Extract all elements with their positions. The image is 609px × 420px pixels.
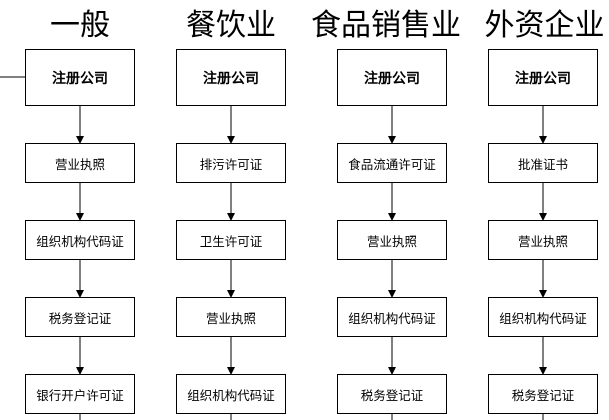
step-general-5: 银行开户许可证	[25, 374, 135, 414]
column-heading-catering: 餐饮业	[186, 8, 276, 43]
step-foreign-2: 批准证书	[488, 143, 598, 183]
step-general-3: 组织机构代码证	[25, 220, 135, 260]
step-food-sales-2: 食品流通许可证	[337, 143, 447, 183]
step-catering-3: 卫生许可证	[176, 220, 286, 260]
step-catering-4: 营业执照	[176, 297, 286, 337]
step-foreign-5: 税务登记证	[488, 374, 598, 414]
step-general-4: 税务登记证	[25, 297, 135, 337]
step-food-sales-5: 税务登记证	[337, 374, 447, 414]
step-foreign-4: 组织机构代码证	[488, 297, 598, 337]
step-catering-5: 组织机构代码证	[176, 374, 286, 414]
step-food-sales-1: 注册公司	[337, 49, 447, 106]
step-general-2: 营业执照	[25, 143, 135, 183]
step-food-sales-4: 组织机构代码证	[337, 297, 447, 337]
column-heading-foreign-enterprise: 外资企业	[484, 8, 605, 43]
step-food-sales-3: 营业执照	[337, 220, 447, 260]
column-heading-food-sales: 食品销售业	[311, 8, 461, 43]
step-catering-1: 注册公司	[176, 49, 286, 106]
step-general-1: 注册公司	[25, 49, 135, 106]
step-foreign-3: 营业执照	[488, 220, 598, 260]
column-heading-general: 一般	[50, 8, 110, 43]
step-foreign-1: 注册公司	[488, 49, 598, 106]
step-catering-2: 排污许可证	[176, 143, 286, 183]
